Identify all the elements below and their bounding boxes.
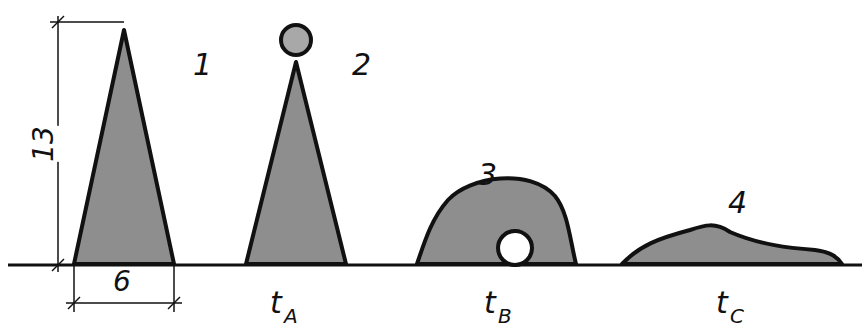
hole-circle — [498, 231, 532, 265]
callout-number: 3 — [478, 160, 497, 190]
callout-number: 1 — [193, 50, 212, 80]
cone-shape — [74, 30, 174, 264]
time-subscript: A — [284, 306, 298, 326]
dimension-tick — [68, 297, 80, 309]
extension-line — [173, 266, 175, 312]
time-subscript: B — [498, 306, 512, 326]
callout-number: 2 — [352, 50, 371, 80]
dimension-value: 6 — [113, 268, 131, 296]
dimension-tick — [168, 297, 180, 309]
dimension-tick — [52, 16, 64, 28]
dimension-tick — [52, 259, 64, 271]
time-label: t — [270, 288, 282, 318]
time-label: t — [484, 288, 496, 318]
extension-line — [50, 21, 124, 23]
callout-number: 4 — [728, 188, 747, 218]
time-label: t — [716, 288, 728, 318]
drop-circle — [281, 25, 311, 55]
lump-shape — [622, 225, 842, 264]
ground-line — [8, 264, 862, 267]
dimension-line — [66, 302, 182, 304]
cone-shape — [246, 62, 346, 264]
extension-line — [73, 266, 75, 312]
dome-shape — [417, 178, 576, 264]
time-subscript: C — [730, 306, 744, 326]
dimension-value: 13 — [28, 126, 60, 162]
